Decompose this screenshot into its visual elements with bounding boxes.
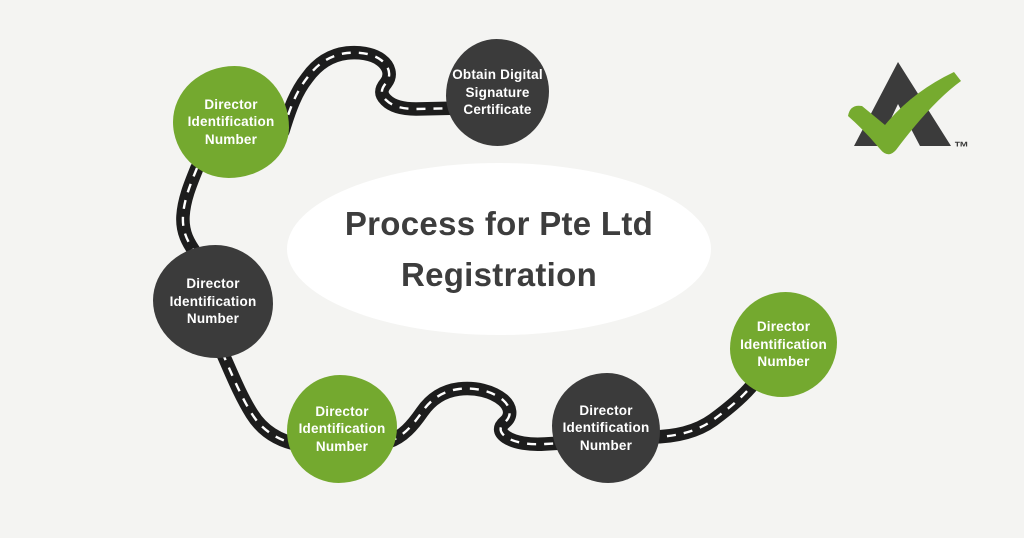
logo-checkmark <box>848 72 961 155</box>
node-obtain-digital-signature-certificate: Obtain Digital Signature Certificate <box>446 39 549 146</box>
node-director-identification-number-right: Director Identification Number <box>730 292 837 397</box>
node-label: Director Identification Number <box>740 319 827 370</box>
page-title: Process for Pte Ltd Registration <box>344 204 654 293</box>
logo-a-checkmark-icon: ™ <box>848 62 969 156</box>
brand-logo: ™ <box>840 52 990 164</box>
trademark-symbol: ™ <box>954 139 969 156</box>
title-ellipse: Process for Pte Ltd Registration <box>287 163 711 335</box>
node-director-identification-number-left: Director Identification Number <box>153 245 273 358</box>
node-label: Director Identification Number <box>298 403 386 454</box>
node-director-identification-number-top-left: Director Identification Number <box>173 66 289 178</box>
road-center-line <box>181 51 755 447</box>
node-label: Director Identification Number <box>562 402 650 453</box>
node-label: Director Identification Number <box>187 96 275 147</box>
node-director-identification-number-bottom-left: Director Identification Number <box>287 375 397 483</box>
node-label: Obtain Digital Signature Certificate <box>452 67 543 118</box>
node-director-identification-number-bottom-right: Director Identification Number <box>552 373 660 483</box>
node-label: Director Identification Number <box>169 276 257 327</box>
